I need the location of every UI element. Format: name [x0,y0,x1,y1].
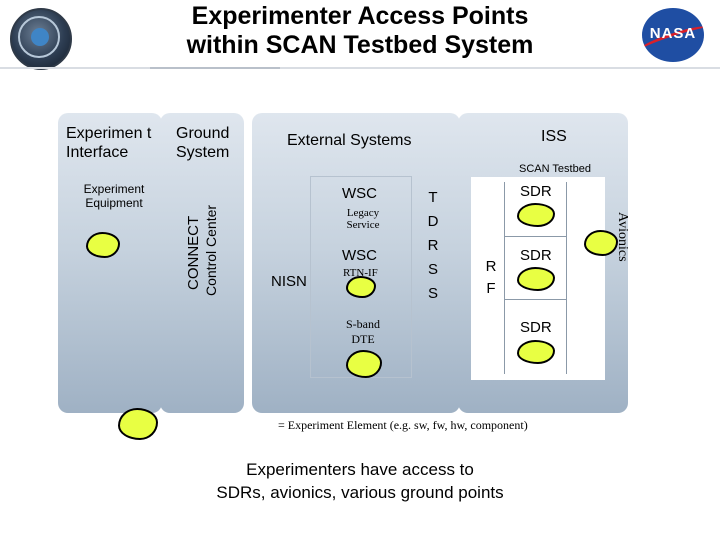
rf-label: R F [484,256,498,300]
avionics-label: Avionics [615,212,630,262]
sdr-divider-2 [504,299,566,300]
sdr-label-1: SDR [520,183,552,200]
nasa-wordmark: NASA [649,25,697,42]
footer-line-1: Experimenters have access to [246,460,474,479]
sdr-right-divider [566,182,567,374]
tdrs-letter: R [427,237,439,254]
legacy-service-label: Legacy Service [346,207,380,231]
nasa-logo-icon: NASA [642,8,704,62]
iss-header: ISS [541,128,567,145]
title-line-2: within SCAN Testbed System [186,31,534,59]
footer-line-2: SDRs, avionics, various ground points [216,483,504,502]
control-center-label: Control Center [203,204,219,296]
rf-letter: F [486,280,496,297]
footer-caption: Experimenters have access to SDRs, avion… [160,458,560,504]
rtn-if-label: RTN-IF [343,267,378,279]
scan-testbed-label: SCAN Testbed [519,163,591,175]
experiment-element-sdr-3 [517,340,555,364]
experiment-element-sdr-1 [517,203,555,227]
experiment-element-sband [346,350,382,378]
external-systems-header: External Systems [287,132,412,149]
tdrs-letter: D [427,213,439,230]
experiment-element-equipment [86,232,120,258]
sdr-label-3: SDR [520,319,552,336]
nisn-label: NISN [271,273,307,290]
experiment-interface-panel [58,113,162,413]
rf-letter: R [485,258,497,275]
legend-element-swatch [118,408,158,440]
connect-label: CONNECT [185,215,202,290]
title-divider [0,67,720,69]
sband-dte-label: S-band DTE [346,317,380,346]
legend-text: = Experiment Element (e.g. sw, fw, hw, c… [278,418,528,432]
tdrs-label: T D R S S [426,186,440,306]
tdrs-letter: S [427,285,438,302]
ground-system-header: Ground System [176,125,230,161]
experiment-element-rtn-if [346,276,376,298]
title-line-1: Experimenter Access Points [191,2,529,30]
wsc-label-1: WSC [342,185,377,202]
sdr-divider-1 [504,236,566,237]
experiment-equipment-label: Experiment Equipment [83,182,145,210]
page-title: Experimenter Access Points within SCAN T… [100,2,620,60]
experiment-element-sdr-2 [517,267,555,291]
tdrs-letter: S [427,261,438,278]
tdrs-letter: T [428,189,438,206]
rf-sdr-divider [504,182,505,374]
title-divider-accent [150,67,280,69]
ground-system-panel [160,113,244,413]
logo-ring [18,16,60,58]
experiment-interface-header: Experimen t Interface [66,125,152,161]
experiment-element-avionics [584,230,618,256]
scan-mission-logo-icon [10,8,72,70]
wsc-label-2: WSC [342,247,377,264]
logo-core [31,28,49,46]
sdr-label-2: SDR [520,247,552,264]
